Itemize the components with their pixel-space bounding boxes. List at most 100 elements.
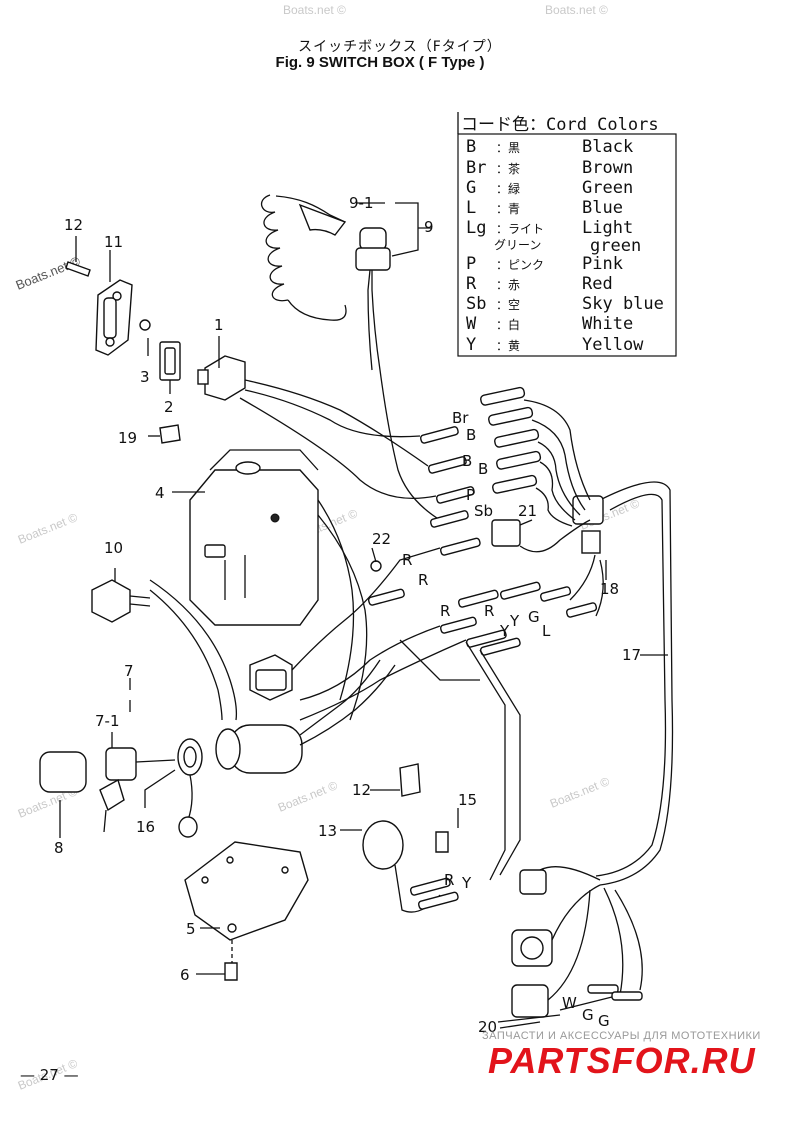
part-label: 10 [104,539,123,557]
svg-text:Blue: Blue [582,198,623,218]
wire-label: Y [509,612,520,630]
svg-text:Y: Y [466,335,476,355]
partsfor-logo: PARTSFOR.RU [488,1040,756,1081]
wire-label: Br [452,409,469,427]
clamp-and-buzzer [362,763,449,913]
switch-parts-small [139,319,246,444]
legend-row: Br ：茶 Brown [466,158,633,178]
part-label: 7-1 [95,712,120,730]
svg-text:W: W [466,314,477,334]
wire-label: B [462,452,472,470]
watermark-text: Boats.net © [545,3,608,17]
part-label: 12 [352,781,371,799]
wire-label: Y [461,874,472,892]
wire-label: B [478,460,488,478]
diagram-title-japanese: スイッチボックス（Fタイプ） [298,39,502,55]
wire-label: R [440,602,450,620]
part-label: 5 [186,920,196,938]
part-label: 4 [155,484,165,502]
wire-label: P [466,486,475,504]
watermark-text: Boats.net © [276,778,340,815]
ignition-switch [39,659,396,838]
legend-row: Sb ：空 Sky blue [466,294,664,314]
wire-label: G [582,1006,594,1024]
legend-row: L ：青 Blue [466,198,623,218]
legend-row: グリーン green [494,236,641,256]
part-label: 13 [318,822,337,840]
connector-10 [91,579,238,721]
legend-frame [457,133,677,357]
wire-label: R [444,871,454,889]
part-label: 9 [424,218,434,236]
part-label: 11 [104,233,123,251]
part-label: 20 [478,1018,497,1036]
svg-text:L: L [466,198,476,218]
page-number: — 27 — [20,1066,79,1084]
svg-text:Brown: Brown [582,158,633,178]
svg-text:：青: ：青 [496,202,520,216]
svg-text:G: G [466,178,476,198]
svg-text:グリーン: グリーン [494,238,541,252]
internal-wiring [239,379,604,881]
wire-label: W [562,994,577,1012]
svg-text:green: green [590,236,641,256]
part-label: 3 [140,368,150,386]
svg-text:White: White [582,314,633,334]
legend-row: P ：ピンク Pink [466,254,623,274]
wire-label: L [542,622,551,640]
svg-text:：赤: ：赤 [496,278,520,292]
wire-label: R [484,602,494,620]
part-label: 17 [622,646,641,664]
stamp-tagline: ЗАПЧАСТИ И АКСЕССУАРЫ ДЛЯ МОТОТЕХНИКИ [482,1030,761,1042]
svg-text:：ピンク: ：ピンク [496,258,544,272]
wire-color-labels: Br B B B P Sb R R R R Y Y G L R Y W G G [402,409,610,1030]
leader-lines [59,202,668,1029]
part-label: 12 [64,216,83,234]
legend-row: G ：緑 Green [466,178,633,198]
wire-label: R [402,551,412,569]
diagram-title: Fig. 9 SWITCH BOX ( F Type ) [275,54,485,71]
part-label: 2 [164,398,174,416]
legend-row: Y ：黄 Yellow [466,335,644,355]
watermark-text: Boats.net © [283,3,346,17]
part-label: 19 [118,429,137,447]
svg-text:Yellow: Yellow [582,335,644,355]
legend-row: R ：赤 Red [466,274,613,294]
svg-text:Sb: Sb [466,294,486,314]
svg-text:Br: Br [466,158,486,178]
wire-label: Sb [474,502,493,520]
part-label: 21 [518,502,537,520]
switch-box-body [189,449,319,626]
svg-text:Red: Red [582,274,613,294]
watermark-text: Boats.net © [16,510,80,547]
part-label: 16 [136,818,155,836]
watermark-text: Boats.net © [548,774,612,811]
svg-text:Green: Green [582,178,633,198]
svg-text:R: R [466,274,477,294]
wire-label: Y [499,622,510,640]
part-label: 1 [214,316,224,334]
bullet-connectors [249,386,598,910]
svg-text:Black: Black [582,137,633,157]
svg-text:B: B [466,137,476,157]
svg-text:：黒: ：黒 [496,141,520,155]
svg-text:：黄: ：黄 [496,339,520,353]
legend-row: B ：黒 Black [466,137,633,157]
svg-text:：ライト: ：ライト [496,222,544,236]
legend-heading: コード色：Cord Colors [461,115,659,135]
svg-text:：緑: ：緑 [496,181,520,196]
svg-text:Lg: Lg [466,218,486,238]
lanyard-cord [260,194,441,521]
part-label: 6 [180,966,190,984]
part-label: 8 [54,839,64,857]
svg-text:：空: ：空 [496,298,520,312]
cover-plate [65,261,133,356]
part-label: 9-1 [349,194,374,212]
wire-harness [497,481,674,1023]
svg-text:Light: Light [582,218,633,238]
svg-text:Sky blue: Sky blue [582,294,664,314]
part-label: 7 [124,662,134,680]
watermark-text: Boats.net © [14,253,83,293]
wire-label: G [528,608,540,626]
